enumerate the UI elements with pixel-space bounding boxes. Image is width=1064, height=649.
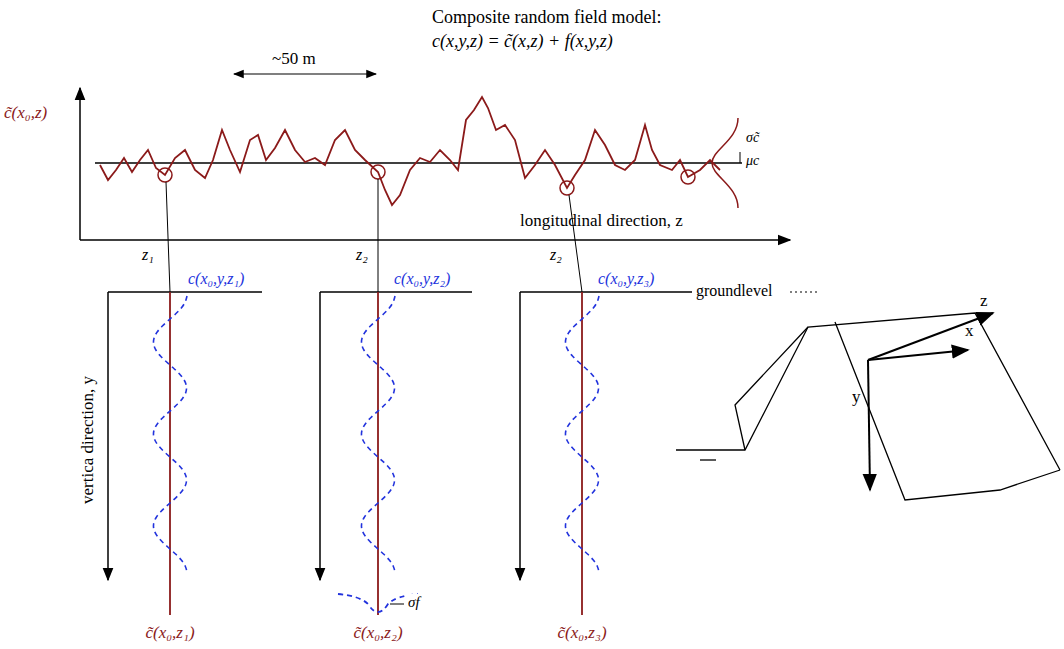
std-tick [740,152,741,163]
axis-letter: z [980,292,988,311]
ground-label: groundlevel [696,282,772,300]
axis-letter: y [852,388,861,407]
axis-letter: x [965,322,974,341]
profile-label: c(x₀,y,z₃) [598,270,654,288]
axis-label: vertica direction, y [79,376,98,504]
profile-label: c(x₀,y,z₁) [188,270,244,288]
profile-label: c(x₀,y,z₂) [394,270,450,288]
embankment-sketch [676,313,1060,500]
coordinate-axes [868,313,993,490]
correlation-length-arrow [234,73,376,74]
sigma-label: σf [408,594,420,611]
sigma-label: σc̃ [746,130,759,145]
column-label: c̃(x₀,z₁) [145,624,194,643]
longitudinal-axis [80,239,790,241]
ground-profiles [108,292,692,580]
position-label: z₂ [550,246,562,264]
dimension-label: ~50 m [272,50,316,69]
ground-dotted [790,291,818,292]
value-axis [79,88,81,240]
axis-label: longitudinal direction, z [520,212,683,231]
figure-title: Composite random field model: [432,8,661,28]
axis-label: c̃(x₀,z) [4,104,47,123]
formula: c(x,y,z) = c̃(x,z) + f(x,y,z) [432,32,613,52]
mean-label: μc [746,153,759,168]
column-label: c̃(x₀,z₂) [353,624,402,643]
position-label: z₁ [142,246,154,264]
sigma-f-tick [390,604,404,605]
leader-lines [166,179,582,292]
sample-circles [158,165,695,195]
column-label: c̃(x₀,z₃) [557,624,606,643]
trend-field-curve [100,97,720,205]
fluctuation-curves [153,296,599,572]
position-label: z₂ [356,246,368,264]
fluctuation-distribution [338,594,418,612]
trend-distribution [712,118,738,208]
trend-columns [170,292,582,615]
